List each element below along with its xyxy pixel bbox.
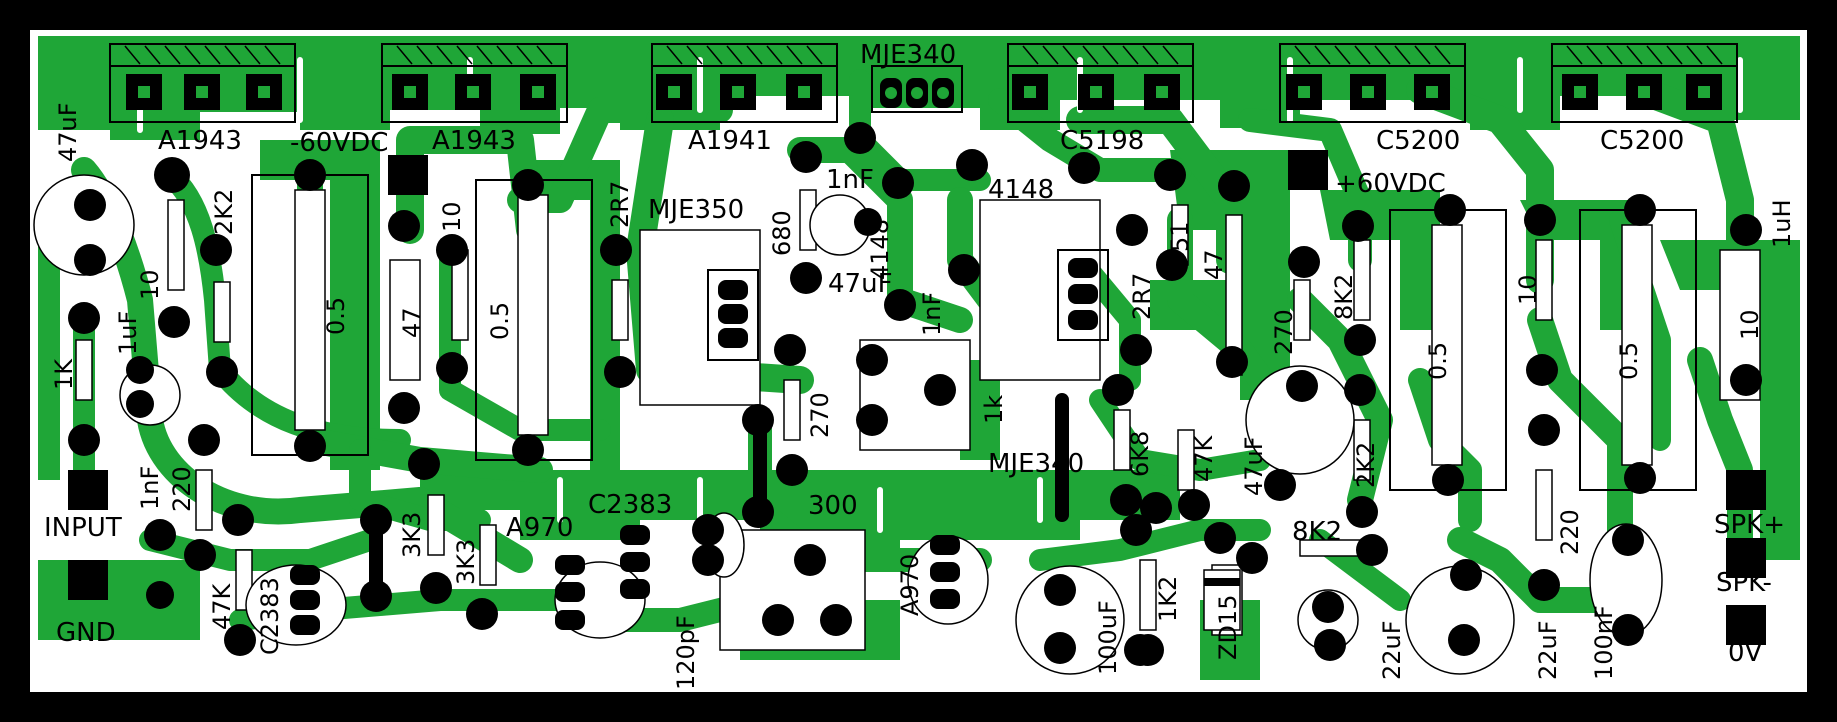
label-l-1uh: 1uH (1768, 199, 1796, 248)
label-r-47k-a: 47K (208, 582, 236, 630)
round-pads (68, 122, 1762, 666)
transistor-q6 (1279, 43, 1466, 123)
label-c-120pf: 120pF (672, 615, 700, 690)
label-r-2k2-b: 2K2 (1352, 442, 1380, 488)
label-r-10-b: 10 (438, 201, 466, 232)
label-r-10-c: 10 (1514, 274, 1542, 305)
label-r-8k2-a: 8K2 (1330, 274, 1358, 320)
label-c-100uf: 100uF (1094, 600, 1122, 675)
label-spk-pos: SPK+ (1714, 510, 1785, 540)
label-r-3k3-a: 3K3 (398, 512, 426, 558)
label-q1: A1943 (158, 126, 242, 156)
label-d-4148-b: 4148 (988, 175, 1054, 205)
label-zero-v: 0V (1728, 638, 1763, 668)
label-r-10-a: 10 (136, 269, 164, 300)
transistor-q7 (1551, 43, 1738, 123)
label-c-1nf-in: 1nF (136, 466, 164, 510)
label-r-2k2-a: 2K2 (210, 189, 238, 235)
label-r-1k-b: 1k (980, 395, 1008, 424)
label-neg-supply: -60VDC (290, 128, 388, 158)
label-c-1nf-b: 1nF (918, 292, 946, 336)
label-r-300: 300 (808, 491, 858, 521)
label-r-05-a: 0.5 (322, 297, 350, 335)
label-r-220-b: 220 (1556, 509, 1584, 555)
label-q2: A1943 (432, 126, 516, 156)
label-r-1k-in: 1K (50, 358, 78, 390)
emitter-resistors (251, 174, 1697, 491)
small-transistors (290, 249, 1109, 635)
label-q6: C5200 (1376, 126, 1460, 156)
label-r-2r7-b: 2R7 (1128, 273, 1156, 320)
label-q7: C5200 (1600, 126, 1684, 156)
label-r-680: 680 (768, 210, 796, 256)
label-q-c2383-b: C2383 (588, 490, 672, 520)
label-r-10-d: 10 (1736, 309, 1764, 340)
label-r-270-a: 270 (806, 392, 834, 438)
label-r-2r7-a: 2R7 (606, 181, 634, 228)
label-spk-neg: SPK- (1716, 568, 1772, 598)
label-c-in-47uf: 47uF (54, 102, 82, 162)
zener-diode-band (1204, 578, 1240, 586)
label-r-05-d: 0.5 (1615, 342, 1643, 380)
transistor-q5 (1007, 43, 1194, 123)
label-q-a970-b: A970 (896, 554, 924, 616)
label-q-mje340-b: MJE340 (988, 449, 1084, 479)
label-q5: C5198 (1060, 126, 1144, 156)
transistor-q1 (109, 43, 296, 123)
label-gnd: GND (56, 618, 116, 648)
transistor-q3 (651, 43, 838, 123)
label-r-47-b: 47 (1200, 249, 1228, 280)
label-r-270-b: 270 (1270, 309, 1298, 355)
label-q-c2383-a: C2383 (256, 577, 284, 655)
label-d-zd15: ZD15 (1214, 595, 1242, 660)
label-c-1uf: 1uF (114, 311, 142, 355)
label-c-47uf-c: 47uF (1240, 436, 1268, 496)
label-r-6k8: 6K8 (1126, 431, 1154, 477)
silkscreen-labels: A1943 -60VDC A1943 A1941 MJE340 C5198 C5… (44, 40, 1796, 690)
transistor-q4-mje340 (871, 65, 963, 113)
label-input: INPUT (44, 513, 122, 543)
label-pos-supply: +60VDC (1335, 169, 1446, 199)
label-q3: A1941 (688, 126, 772, 156)
label-q4: MJE340 (860, 40, 956, 70)
label-c-47uf-b: 47uF (828, 269, 893, 299)
label-d-4148-a: 4148 (866, 219, 894, 280)
label-c-100nf: 100nF (1590, 605, 1618, 680)
label-c-22uf-b: 22uF (1534, 620, 1562, 680)
label-q-mje350: MJE350 (648, 195, 744, 225)
label-r-3k3-b: 3K3 (452, 539, 480, 585)
label-c-22uf-a: 22uF (1378, 620, 1406, 680)
label-r-05-b: 0.5 (486, 302, 514, 340)
label-r-05-c: 0.5 (1424, 342, 1452, 380)
transistor-q2 (381, 43, 568, 123)
label-r-51: 51 (1166, 221, 1194, 252)
power-transistors (109, 43, 1738, 123)
label-c-1nf-a: 1nF (826, 165, 874, 195)
label-r-47k-b: 47K (1190, 434, 1218, 482)
label-r-220-a: 220 (168, 466, 196, 512)
label-r-8k2-b: 8K2 (1292, 517, 1342, 547)
label-q-a970-a: A970 (506, 513, 573, 543)
label-r-47-a: 47 (398, 307, 426, 338)
label-r-1k2: 1K2 (1154, 576, 1182, 622)
square-pads (68, 150, 1766, 645)
